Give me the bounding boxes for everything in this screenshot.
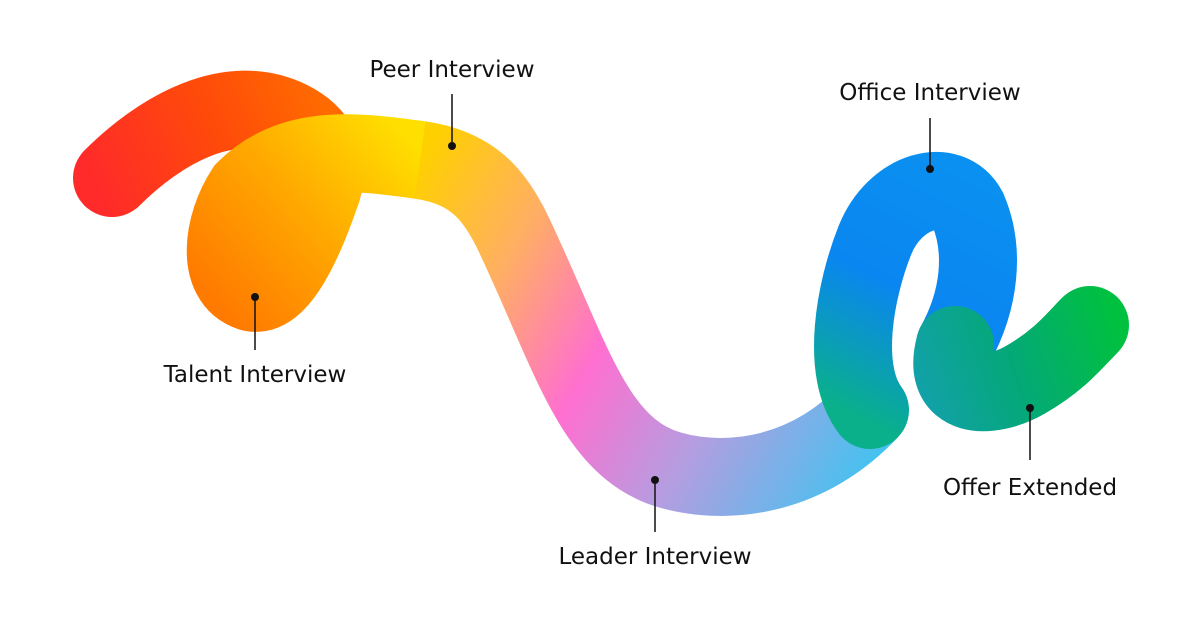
label-office-interview: Office Interview: [839, 80, 1020, 106]
ribbon-wave-gradient: [412, 121, 899, 516]
label-peer-interview: Peer Interview: [369, 57, 534, 83]
ribbon-loop-orange: [186, 114, 459, 332]
label-offer-extended: Offer Extended: [943, 475, 1117, 501]
marker-offer-extended: [1026, 404, 1034, 460]
label-leader-interview: Leader Interview: [558, 544, 751, 570]
label-talent-interview: Talent Interview: [163, 362, 347, 388]
marker-talent-interview: [251, 293, 259, 350]
ribbon-tail-green: [913, 286, 1129, 432]
marker-leader-interview: [651, 476, 659, 532]
ribbon-loop-blue: [814, 152, 1017, 449]
marker-office-interview: [926, 118, 934, 173]
marker-peer-interview: [448, 94, 456, 150]
